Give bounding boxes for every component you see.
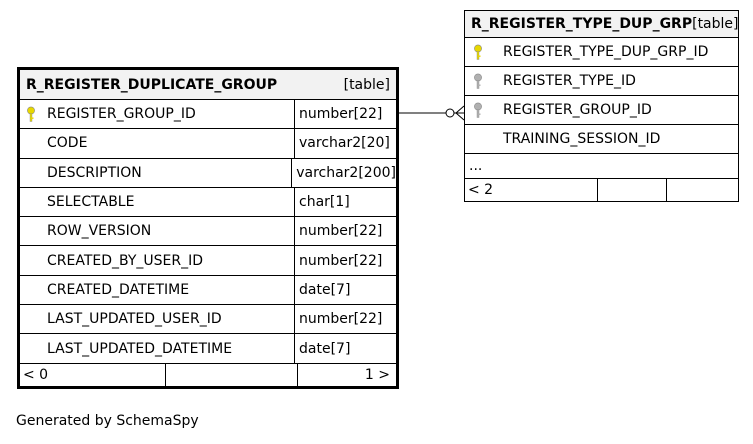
- column-row[interactable]: TRAINING_SESSION_ID: [465, 125, 738, 154]
- column-type: varchar2[200]: [296, 164, 396, 181]
- column-row[interactable]: REGISTER_GROUP_ID number[22]: [20, 100, 396, 130]
- column-name-cell: TRAINING_SESSION_ID: [465, 125, 738, 153]
- key-icon-slot: [26, 134, 47, 152]
- column-name: DESCRIPTION: [47, 164, 142, 181]
- column-type: date[7]: [299, 281, 351, 298]
- column-name-cell: SELECTABLE: [20, 187, 295, 217]
- column-type: varchar2[20]: [299, 135, 390, 152]
- column-name: CODE: [47, 135, 88, 152]
- column-row[interactable]: REGISTER_GROUP_ID: [465, 96, 738, 125]
- column-row[interactable]: LAST_UPDATED_DATETIME date[7]: [20, 334, 396, 364]
- table-name[interactable]: R_REGISTER_DUPLICATE_GROUP: [26, 76, 278, 93]
- more-columns-row: ...: [465, 154, 738, 179]
- column-name: SELECTABLE: [47, 194, 135, 211]
- footer-spacer: [598, 179, 667, 201]
- column-row[interactable]: SELECTABLE char[1]: [20, 187, 396, 218]
- key-icon-slot: [26, 340, 47, 358]
- column-row[interactable]: LAST_UPDATED_USER_ID number[22]: [20, 305, 396, 335]
- table-name[interactable]: R_REGISTER_TYPE_DUP_GRP: [471, 16, 693, 32]
- column-row[interactable]: DESCRIPTION varchar2[200]: [20, 158, 396, 188]
- foreign-key-icon: [471, 101, 503, 119]
- column-row[interactable]: ROW_VERSION number[22]: [20, 217, 396, 247]
- column-name-cell: LAST_UPDATED_USER_ID: [20, 305, 295, 334]
- column-name: TRAINING_SESSION_ID: [503, 131, 661, 147]
- column-name-cell: REGISTER_TYPE_DUP_GRP_ID: [465, 38, 738, 66]
- column-row[interactable]: REGISTER_TYPE_ID: [465, 67, 738, 96]
- key-icon-slot: [26, 193, 47, 211]
- parents-count[interactable]: 1 >: [364, 366, 390, 383]
- column-name-cell: CREATED_DATETIME: [20, 275, 295, 305]
- column-name: ROW_VERSION: [47, 223, 152, 240]
- foreign-key-icon: [471, 72, 503, 90]
- column-row[interactable]: CODE varchar2[20]: [20, 129, 396, 159]
- column-name: REGISTER_GROUP_ID: [47, 106, 196, 123]
- column-name-cell: LAST_UPDATED_DATETIME: [20, 334, 295, 363]
- column-name-cell: CREATED_BY_USER_ID: [20, 246, 295, 275]
- key-icon-slot: [26, 281, 47, 299]
- column-type: date[7]: [299, 340, 351, 357]
- key-icon-slot: [26, 222, 47, 240]
- key-icon-slot: [26, 252, 47, 270]
- column-name: LAST_UPDATED_DATETIME: [47, 340, 233, 357]
- primary-key-icon: [26, 105, 47, 123]
- table-header: R_REGISTER_TYPE_DUP_GRP [table]: [465, 11, 739, 38]
- table-header: R_REGISTER_DUPLICATE_GROUP [table]: [20, 70, 396, 100]
- primary-key-icon: [471, 43, 503, 61]
- column-name-cell: ROW_VERSION: [20, 217, 295, 246]
- footer-spacer: [166, 363, 298, 386]
- table-footer: < 0 1 >: [20, 363, 396, 386]
- key-icon-slot: [26, 164, 47, 182]
- column-name-cell: REGISTER_TYPE_ID: [465, 67, 738, 95]
- generated-by-label: Generated by SchemaSpy: [16, 413, 199, 429]
- column-name-cell: REGISTER_GROUP_ID: [20, 100, 295, 129]
- children-count[interactable]: < 2: [465, 179, 598, 201]
- column-name-cell: CODE: [20, 129, 295, 158]
- column-row[interactable]: REGISTER_TYPE_DUP_GRP_ID: [465, 38, 738, 67]
- column-name: CREATED_BY_USER_ID: [47, 252, 204, 269]
- column-name: REGISTER_TYPE_ID: [503, 73, 636, 89]
- column-row[interactable]: CREATED_DATETIME date[7]: [20, 275, 396, 306]
- column-type: number[22]: [299, 223, 383, 240]
- column-type: char[1]: [299, 194, 350, 211]
- column-type: number[22]: [299, 106, 383, 123]
- table-kind: [table]: [692, 16, 739, 32]
- column-name: REGISTER_TYPE_DUP_GRP_ID: [503, 44, 709, 60]
- column-type: number[22]: [299, 311, 383, 328]
- column-row[interactable]: CREATED_BY_USER_ID number[22]: [20, 246, 396, 276]
- column-name-cell: DESCRIPTION: [20, 158, 293, 187]
- footer-spacer: [667, 179, 738, 201]
- key-icon-slot: [471, 130, 503, 148]
- table-kind: [table]: [343, 76, 390, 93]
- table-r-register-duplicate-group[interactable]: R_REGISTER_DUPLICATE_GROUP [table] REGIS…: [17, 67, 399, 389]
- column-name: CREATED_DATETIME: [47, 281, 190, 298]
- table-r-register-type-dup-grp[interactable]: R_REGISTER_TYPE_DUP_GRP [table] REGISTER…: [464, 10, 739, 202]
- column-name: REGISTER_GROUP_ID: [503, 102, 652, 118]
- table-footer: < 2: [465, 179, 738, 201]
- column-name-cell: REGISTER_GROUP_ID: [465, 96, 738, 124]
- children-count[interactable]: < 0: [20, 363, 166, 386]
- ellipsis-text: ...: [469, 158, 483, 174]
- column-name: LAST_UPDATED_USER_ID: [47, 311, 222, 328]
- column-type: number[22]: [299, 252, 383, 269]
- key-icon-slot: [26, 310, 47, 328]
